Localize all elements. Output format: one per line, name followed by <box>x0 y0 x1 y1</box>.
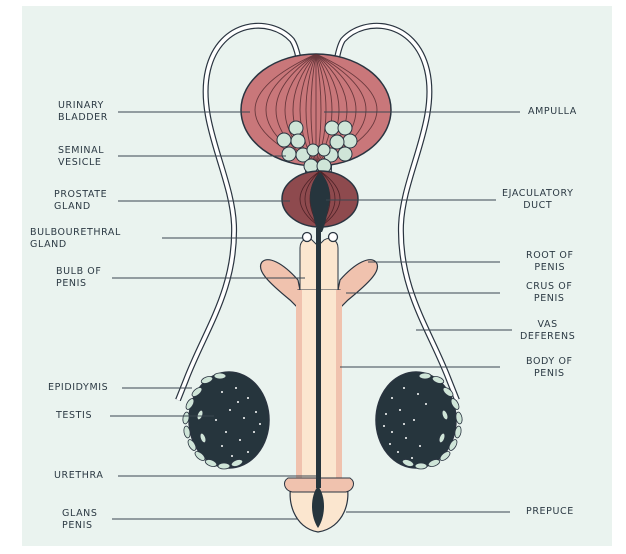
label-body-of-penis: BODY OF PENIS <box>526 356 573 380</box>
label-testis: TESTIS <box>56 410 92 422</box>
label-bulbourethral-gland: BULBOURETHRAL GLAND <box>30 227 121 251</box>
label-seminal-vesicle: SEMINAL VESICLE <box>58 145 104 169</box>
label-crus-of-penis: CRUS OF PENIS <box>526 281 572 305</box>
label-urinary-bladder: URINARY BLADDER <box>58 100 108 124</box>
label-prepuce: PREPUCE <box>526 506 574 518</box>
label-glans-penis: GLANS PENIS <box>62 508 98 532</box>
label-ampulla: AMPULLA <box>528 106 577 118</box>
label-urethra: URETHRA <box>54 470 103 482</box>
label-prostate-gland: PROSTATE GLAND <box>54 189 107 213</box>
label-bulb-of-penis: BULB OF PENIS <box>56 266 101 290</box>
label-epididymis: EPIDIDYMIS <box>48 382 108 394</box>
label-vas-deferens: VAS DEFERENS <box>520 319 575 343</box>
label-root-of-penis: ROOT OF PENIS <box>526 250 574 274</box>
label-ejaculatory-duct: EJACULATORY DUCT <box>502 188 574 212</box>
